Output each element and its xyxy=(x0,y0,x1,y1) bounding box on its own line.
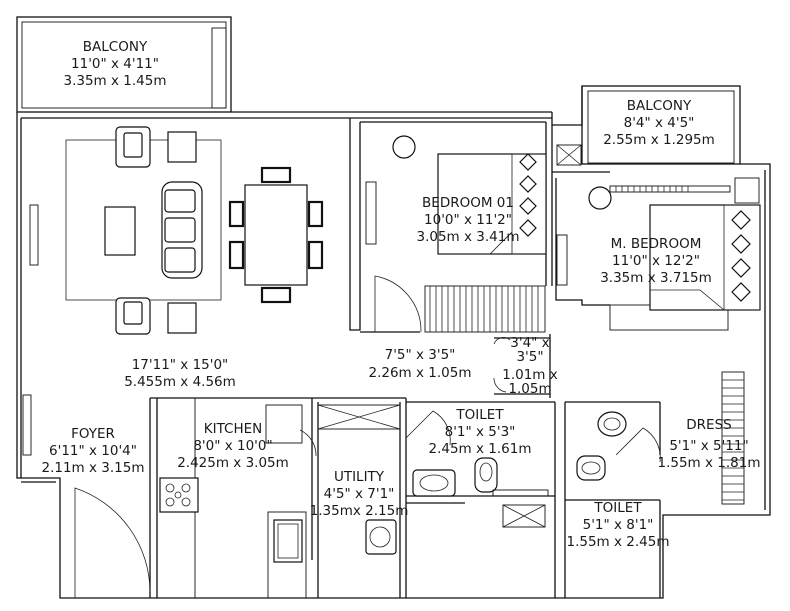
foyer-dim-ft: 6'11" x 10'4" xyxy=(49,443,137,459)
living-furniture xyxy=(65,126,324,335)
utility-dim-m: 1.35mx 2.15m xyxy=(310,503,409,519)
dress-name: DRESS xyxy=(686,417,731,433)
outer-walls xyxy=(16,16,771,599)
toilet-right-name: TOILET xyxy=(593,500,642,516)
small-passage-dim-ft-1: 3'4" x xyxy=(510,335,549,351)
kitchen-fixtures xyxy=(159,477,397,563)
master-bedroom-dim-m: 3.35m x 3.715m xyxy=(600,270,712,286)
balcony-left-dim-ft: 11'0" x 4'11" xyxy=(71,56,159,72)
dress-dim-m: 1.55m x 1.81m xyxy=(658,455,761,471)
balcony-right-name: BALCONY xyxy=(627,98,692,114)
doors xyxy=(74,275,661,598)
dress-dim-ft: 5'1" x 5'11" xyxy=(669,438,748,454)
utility-name: UTILITY xyxy=(334,469,385,485)
toilet-right-dim-ft: 5'1" x 8'1" xyxy=(583,517,654,533)
living-dim-m: 5.455m x 4.56m xyxy=(124,374,236,390)
bedroom-furniture xyxy=(392,135,761,311)
kitchen-dim-ft: 8'0" x 10'0" xyxy=(193,438,272,454)
toilet-fixtures xyxy=(412,411,627,497)
balcony-right-dim-ft: 8'4" x 4'5" xyxy=(624,115,695,131)
utility-dim-ft: 4'5" x 7'1" xyxy=(324,486,395,502)
bedroom01-dim-m: 3.05m x 3.41m xyxy=(417,229,520,245)
master-bedroom-name: M. BEDROOM xyxy=(611,236,702,252)
kitchen-dim-m: 2.425m x 3.05m xyxy=(177,455,289,471)
bedroom01-dim-ft: 10'0" x 11'2" xyxy=(424,212,512,228)
toilet-right-dim-m: 1.55m x 2.45m xyxy=(567,534,670,550)
small-passage-dim-ft-2: 3'5" xyxy=(516,349,543,365)
room-labels: BALCONY 11'0" x 4'11" 3.35m x 1.45m BALC… xyxy=(42,39,761,550)
small-passage-dim-m-1: 1.01m x xyxy=(502,367,558,383)
interior-walls xyxy=(22,118,760,599)
foyer-name: FOYER xyxy=(71,426,115,442)
toilet-center-name: TOILET xyxy=(455,407,504,423)
living-dim-ft: 17'11" x 15'0" xyxy=(132,357,229,373)
toilet-center-dim-m: 2.45m x 1.61m xyxy=(429,441,532,457)
foyer-dim-m: 2.11m x 3.15m xyxy=(42,460,145,476)
passage-dim-m: 2.26m x 1.05m xyxy=(369,365,472,381)
passage-dim-ft: 7'5" x 3'5" xyxy=(385,347,456,363)
balcony-left-dim-m: 3.35m x 1.45m xyxy=(64,73,167,89)
bedroom01-name: BEDROOM 01 xyxy=(422,195,514,211)
balcony-left-name: BALCONY xyxy=(83,39,148,55)
kitchen-name: KITCHEN xyxy=(204,421,263,437)
small-passage-dim-m-2: 1.05m xyxy=(508,381,551,397)
master-bedroom-dim-ft: 11'0" x 12'2" xyxy=(612,253,700,269)
toilet-center-dim-ft: 8'1" x 5'3" xyxy=(445,424,516,440)
balcony-right-dim-m: 2.55m x 1.295m xyxy=(603,132,715,148)
